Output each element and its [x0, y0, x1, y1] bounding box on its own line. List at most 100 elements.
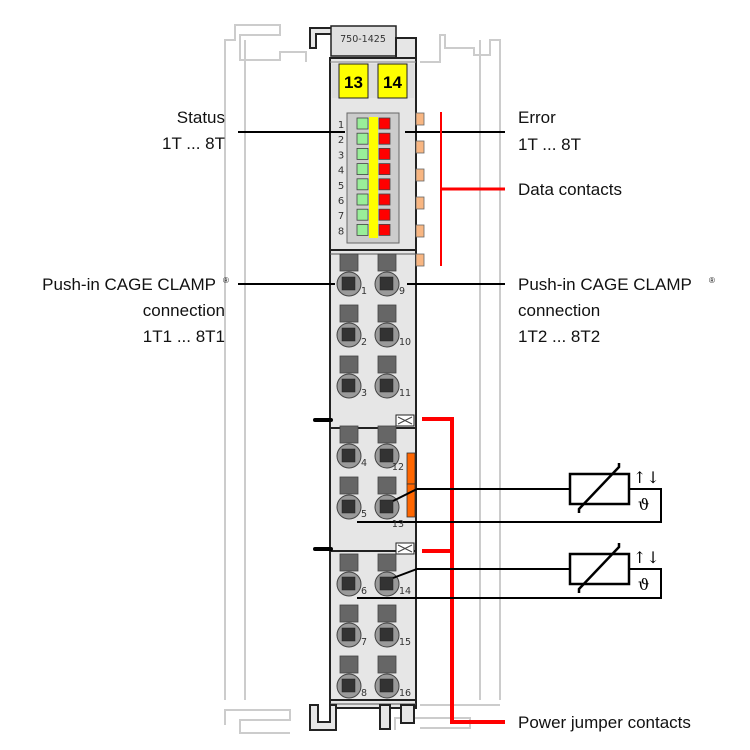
status-led: [356, 193, 369, 206]
wire-entry: [379, 448, 394, 463]
status-led: [356, 163, 369, 176]
push-button[interactable]: [339, 553, 359, 572]
marker-14: 14: [377, 63, 408, 99]
svg-text:1T2 ... 8T2: 1T2 ... 8T2: [518, 327, 600, 346]
terminal-number: 15: [399, 637, 411, 648]
status-led: [356, 223, 369, 236]
terminal-number: 12: [392, 462, 404, 473]
terminal-number: 16: [399, 688, 411, 699]
thermistor-sensor: ↑↓ϑ: [357, 463, 662, 523]
svg-text:1T ... 8T: 1T ... 8T: [518, 135, 581, 154]
terminal-block: [336, 253, 400, 699]
led-number: 4: [338, 166, 344, 177]
wire-entry: [341, 276, 356, 291]
push-button[interactable]: [339, 253, 359, 272]
push-button[interactable]: [339, 425, 359, 444]
push-button[interactable]: [377, 604, 397, 623]
status-led: [356, 208, 369, 221]
power-jumper-leader: [422, 417, 505, 724]
terminal-number: 4: [361, 458, 367, 469]
error-led: [378, 117, 391, 130]
wire-entry: [379, 627, 394, 642]
terminal-number: 13: [392, 519, 404, 530]
push-button[interactable]: [377, 476, 397, 495]
data-contact: [415, 112, 425, 126]
label-error: Error 1T ... 8T: [518, 108, 581, 154]
thermistor-sensor: ↑↓ϑ: [357, 543, 662, 599]
led-number: 5: [338, 181, 344, 192]
wire-entry: [379, 499, 394, 514]
wire-entry: [341, 378, 356, 393]
data-contact: [415, 140, 425, 154]
sensor-wire: [392, 568, 570, 579]
push-button[interactable]: [339, 655, 359, 674]
led-number: 2: [338, 135, 344, 146]
label-status: Status 1T ... 8T: [162, 108, 225, 153]
svg-text:1T ... 8T: 1T ... 8T: [162, 134, 225, 153]
leader-lines: [238, 131, 505, 551]
svg-text:Status: Status: [177, 108, 225, 127]
wire-entry: [379, 327, 394, 342]
sensor-return-wire: [357, 568, 662, 599]
push-button[interactable]: [339, 304, 359, 323]
push-button[interactable]: [339, 355, 359, 374]
led-number: 7: [338, 211, 344, 222]
thermistor-slash: [577, 463, 621, 513]
push-button[interactable]: [339, 476, 359, 495]
status-led: [356, 178, 369, 191]
terminal-number: 7: [361, 637, 367, 648]
data-contact: [415, 224, 425, 238]
push-button[interactable]: [339, 604, 359, 623]
push-button[interactable]: [377, 553, 397, 572]
wire-entry: [341, 678, 356, 693]
svg-text:®: ®: [223, 276, 229, 285]
push-button[interactable]: [377, 655, 397, 674]
terminal-number: 3: [361, 388, 367, 399]
terminal-number: 5: [361, 509, 367, 520]
led-number: 8: [338, 226, 344, 237]
neighbor-module-outline: [224, 24, 501, 734]
data-contact: [415, 168, 425, 182]
data-contact: [415, 253, 425, 267]
push-button[interactable]: [377, 304, 397, 323]
push-button[interactable]: [377, 355, 397, 374]
error-led: [378, 132, 391, 145]
status-led: [356, 147, 369, 160]
svg-text:Push-in CAGE CLAMP: Push-in CAGE CLAMP: [518, 275, 692, 294]
wire-entry: [379, 378, 394, 393]
marker-13: 13: [338, 63, 369, 99]
terminal-number: 9: [399, 286, 405, 297]
data-contacts: [415, 112, 425, 267]
power-jumper-marker: [395, 414, 415, 427]
wire-entry: [341, 327, 356, 342]
terminal-number: 2: [361, 337, 367, 348]
wire-entry: [341, 499, 356, 514]
error-led: [378, 163, 391, 176]
thermistor-slash: [577, 543, 621, 593]
power-jumper-marker: [395, 542, 415, 555]
label-power-jumper: Power jumper contacts: [518, 713, 691, 732]
push-button[interactable]: [377, 253, 397, 272]
error-led: [378, 223, 391, 236]
svg-text:connection: connection: [518, 301, 600, 320]
terminal-number: 14: [399, 586, 411, 597]
sensor-return-wire: [357, 488, 662, 523]
error-led: [378, 147, 391, 160]
wire-entry: [341, 576, 356, 591]
wire-entry: [379, 678, 394, 693]
status-led: [356, 132, 369, 145]
model-number: 750-1425: [340, 34, 386, 45]
jumper-strip: [406, 452, 416, 518]
svg-text:13: 13: [344, 73, 363, 92]
temperature-theta-icon: ϑ: [638, 575, 649, 594]
led-number: 1: [338, 120, 344, 131]
terminal-number: 10: [399, 337, 411, 348]
sensor-wire: [392, 488, 570, 502]
push-button[interactable]: [377, 425, 397, 444]
led-number: 6: [338, 196, 344, 207]
svg-text:1T1 ... 8T1: 1T1 ... 8T1: [143, 327, 225, 346]
label-data-contacts: Data contacts: [518, 180, 622, 199]
svg-text:®: ®: [709, 276, 715, 285]
wire-entry: [341, 448, 356, 463]
